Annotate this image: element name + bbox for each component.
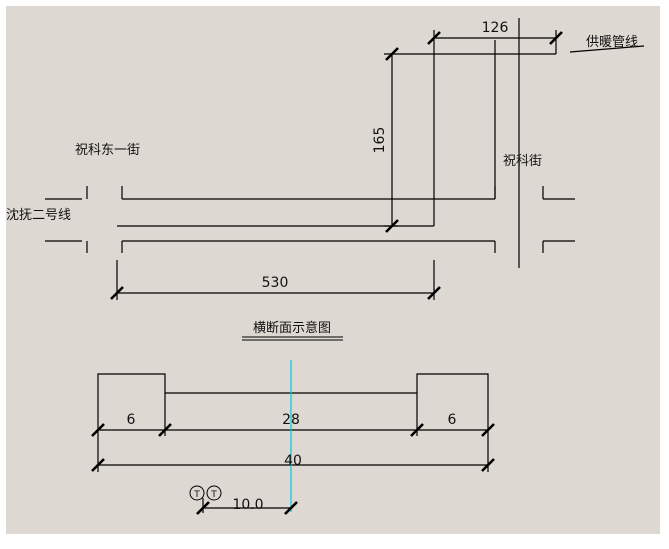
- plan-ticks: [110, 31, 563, 300]
- tick-126-right: [549, 31, 563, 45]
- dim-165-text: 165: [372, 127, 388, 154]
- plan-view: [45, 18, 645, 300]
- tick-h: [284, 501, 298, 515]
- tick-530-left: [110, 286, 124, 300]
- heating-pipe-label: 供暖管线: [586, 35, 638, 50]
- dim-530-text: 530: [262, 275, 289, 291]
- tick-c: [410, 423, 424, 437]
- zhuke-street-label: 祝科街: [503, 154, 542, 169]
- heating-pipe-leader: [569, 45, 645, 53]
- section-ticks: [91, 423, 495, 515]
- dim-center-text: 28: [282, 412, 300, 428]
- circled-symbols: T T: [189, 485, 222, 501]
- circle-symbol-2-text: T: [210, 490, 217, 500]
- tick-g: [196, 501, 210, 515]
- circle-symbol-1-icon: [189, 485, 205, 501]
- tick-f: [481, 458, 495, 472]
- dim-126-text: 126: [482, 20, 509, 36]
- shenfu-line2-label: 沈抚二号线: [6, 208, 71, 223]
- tick-b: [158, 423, 172, 437]
- drawing-area: [6, 6, 660, 534]
- tick-e: [91, 458, 105, 472]
- tick-165-top: [385, 47, 399, 61]
- tick-a: [91, 423, 105, 437]
- dim-total-text: 40: [284, 453, 302, 469]
- cross-section-title: 横断面示意图: [253, 320, 331, 336]
- title-underline: [242, 336, 343, 341]
- dim-offset-text: 10.0: [232, 497, 263, 513]
- tick-126-left: [427, 31, 441, 45]
- dim-side-right-text: 6: [448, 412, 457, 428]
- circle-symbol-1-text: T: [193, 490, 200, 500]
- circle-symbol-2-icon: [206, 485, 222, 501]
- zhuke-east-label: 祝科东一街: [75, 143, 140, 158]
- tick-530-right: [427, 286, 441, 300]
- tick-165-bottom: [385, 219, 399, 233]
- tick-d: [481, 423, 495, 437]
- dim-side-left-text: 6: [127, 412, 136, 428]
